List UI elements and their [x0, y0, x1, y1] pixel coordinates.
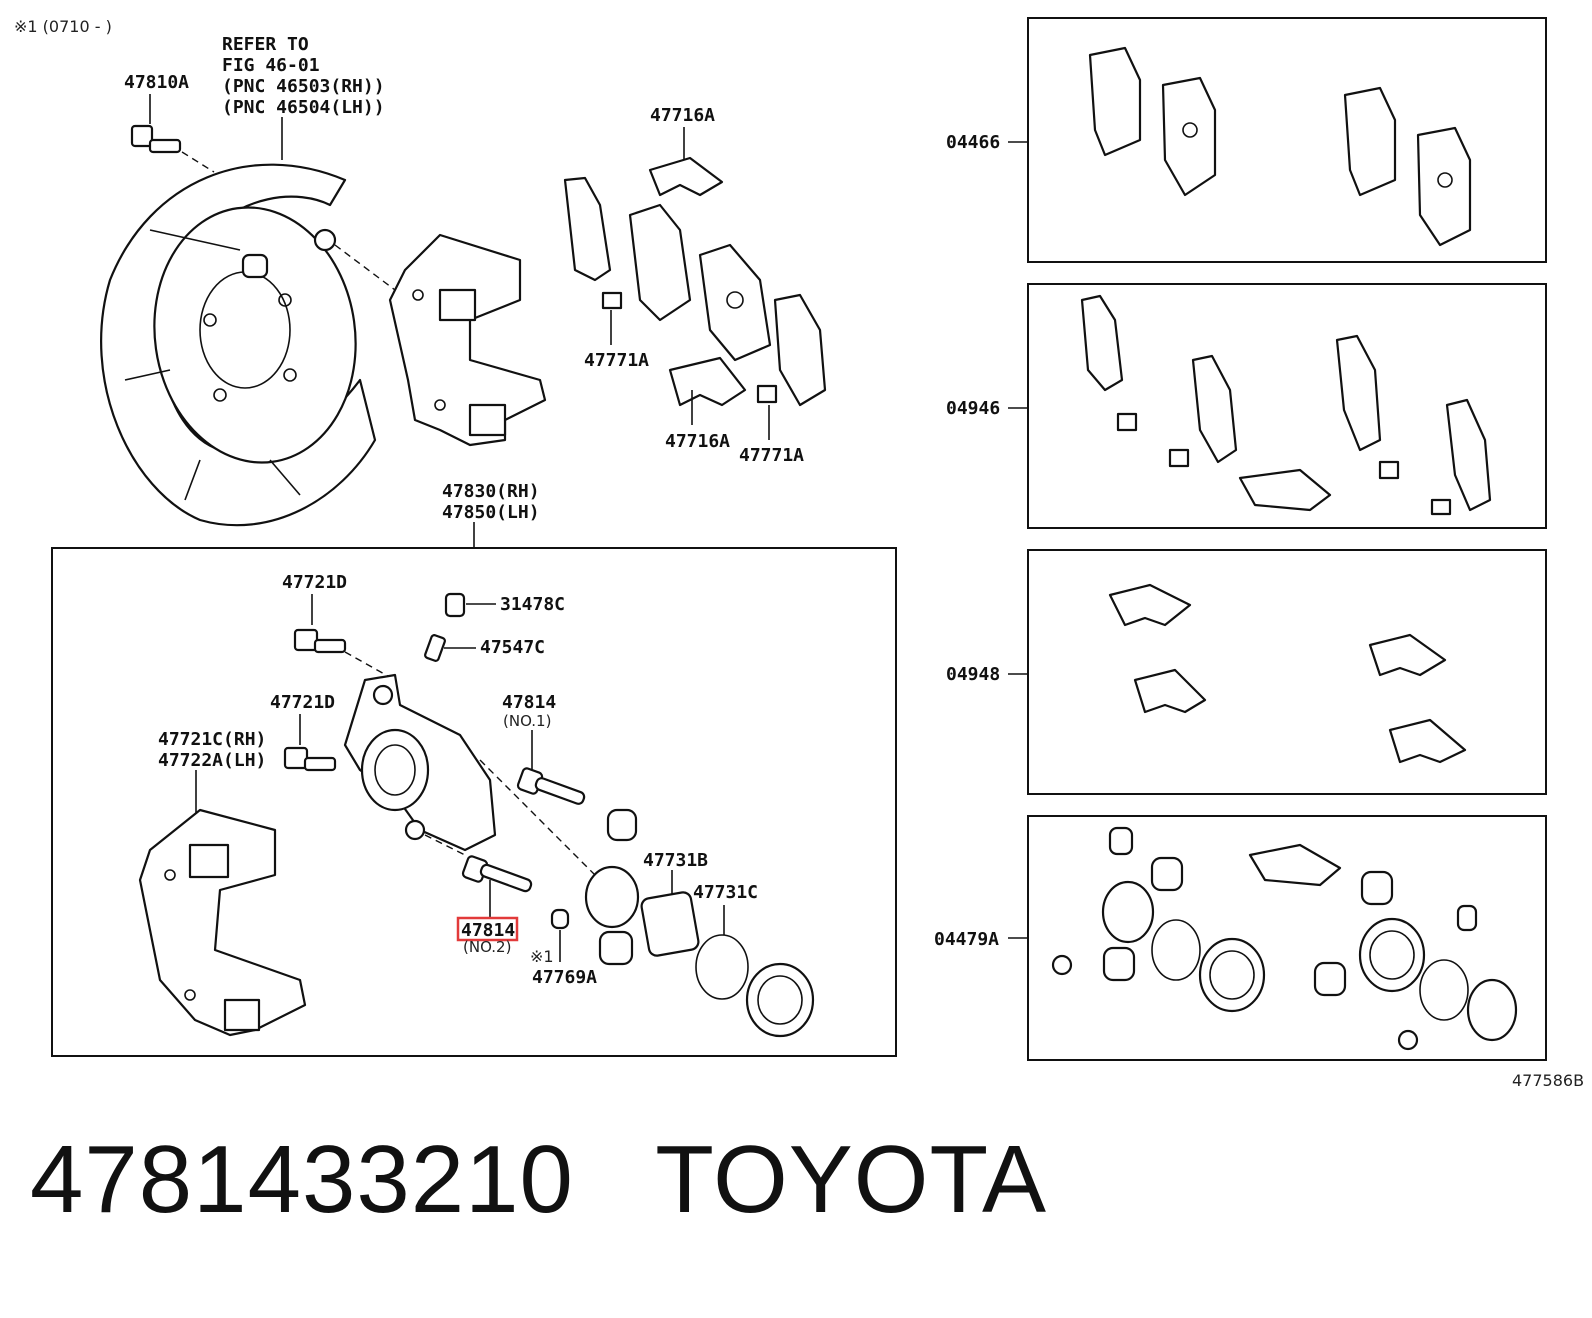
kit-box-04946: [1027, 283, 1547, 529]
disc-pad-left: [628, 203, 692, 322]
caliper-cylinder: [343, 673, 497, 852]
bottom-title: 4781433210 TOYOTA: [30, 1125, 1047, 1245]
label-47722A-lh[interactable]: 47722A(LH): [158, 750, 266, 771]
kit-04479A-parts: [1051, 826, 1518, 1051]
label-47850-lh[interactable]: 47850(LH): [442, 502, 540, 523]
label-no1: (NO.1): [503, 712, 551, 730]
label-47771A-left[interactable]: 47771A: [584, 350, 649, 371]
label-47814-no2[interactable]: 47814: [461, 920, 515, 941]
bush-47769A: [550, 908, 570, 930]
label-47771A-right[interactable]: 47771A: [739, 445, 804, 466]
slide-pin-no2: [461, 855, 533, 893]
label-47731C[interactable]: 47731C: [693, 882, 758, 903]
caliper-assembly-box: [51, 547, 897, 1057]
anti-squeal-clip-top: [648, 156, 724, 197]
bleeder-plug: [424, 634, 446, 662]
refer-note-line-2: FIG 46-01: [222, 55, 320, 76]
label-47721D-top[interactable]: 47721D: [282, 572, 347, 593]
piston-seal: [695, 934, 749, 1000]
kit-04948-parts: [1108, 583, 1467, 764]
pad-clip-left: [601, 291, 623, 310]
caliper-mounting-top: [388, 233, 547, 447]
label-47830-rh[interactable]: 47830(RH): [442, 481, 540, 502]
kit-box-04466: [1027, 17, 1547, 263]
label-04479A[interactable]: 04479A: [934, 929, 999, 950]
label-04948[interactable]: 04948: [946, 664, 1000, 685]
figure-code: 477586B: [1512, 1071, 1584, 1090]
bolt-47721D-mid: [283, 746, 337, 772]
highlight-47814-no2[interactable]: [456, 916, 519, 942]
kit-box-04948: [1027, 549, 1547, 795]
pad-shim-left: [563, 176, 612, 282]
label-47731B[interactable]: 47731B: [643, 850, 708, 871]
label-47769A[interactable]: 47769A: [532, 967, 597, 988]
part-number: 4781433210: [30, 1126, 574, 1233]
label-47721D-mid[interactable]: 47721D: [270, 692, 335, 713]
piston: [640, 891, 700, 957]
label-04466[interactable]: 04466: [946, 132, 1000, 153]
label-47547C[interactable]: 47547C: [480, 637, 545, 658]
bolt-47721D-top: [293, 628, 347, 654]
label-04946[interactable]: 04946: [946, 398, 1000, 419]
refer-note-line-3: (PNC 46503(RH)): [222, 76, 385, 97]
label-47810A[interactable]: 47810A: [124, 72, 189, 93]
dust-cover-plate: [100, 163, 377, 527]
label-47716A-bottom[interactable]: 47716A: [665, 431, 730, 452]
refer-note-line-1: REFER TO: [222, 34, 309, 55]
refer-note-line-4: (PNC 46504(LH)): [222, 97, 385, 118]
label-no2: (NO.2): [463, 938, 511, 956]
bolt-47810A: [130, 124, 182, 154]
disc-pad-right: [773, 293, 827, 407]
boot-upper: [606, 808, 638, 842]
header-note: ※1 (0710 - ): [14, 17, 112, 36]
pad-clip-right: [756, 384, 778, 404]
slide-pin-no1: [516, 767, 586, 805]
label-47814-no1[interactable]: 47814: [502, 692, 556, 713]
brand-name: TOYOTA: [655, 1126, 1048, 1233]
label-47716A-top[interactable]: 47716A: [650, 105, 715, 126]
kit-04466-parts: [1088, 46, 1472, 247]
seal-ring-upper: [584, 865, 640, 929]
pad-shim-right: [698, 243, 772, 362]
caliper-mounting-bottom: [138, 808, 307, 1037]
label-31478C[interactable]: 31478C: [500, 594, 565, 615]
boot-lower: [598, 930, 634, 966]
piston-boot: [745, 962, 815, 1038]
label-47721C-rh[interactable]: 47721C(RH): [158, 729, 266, 750]
bleeder-cap: [444, 592, 466, 618]
anti-squeal-clip-bottom: [668, 356, 747, 407]
mark-1: ※1: [530, 947, 554, 966]
kit-04946-parts: [1080, 294, 1492, 516]
